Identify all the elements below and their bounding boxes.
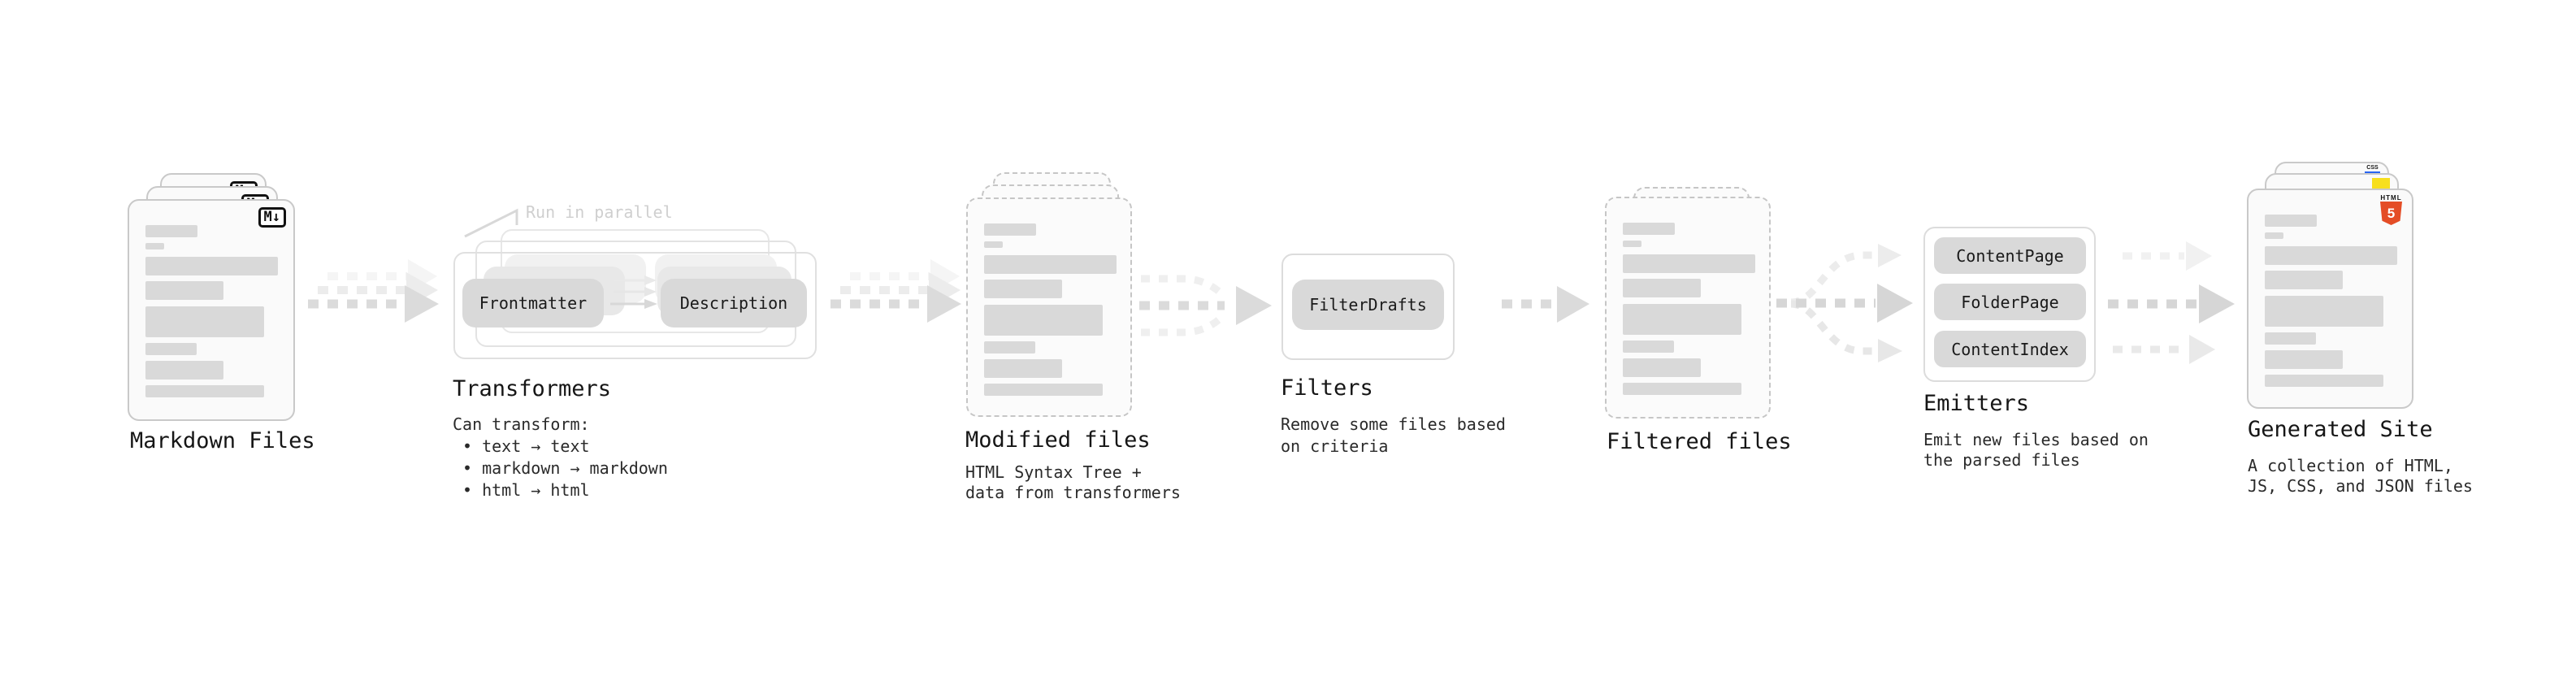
frontmatter-pill: Frontmatter [462, 279, 604, 327]
text-line-placeholder [984, 280, 1062, 298]
desc-line: Remove some files based [1281, 414, 1506, 434]
filtered-document-front [1605, 197, 1771, 419]
desc-line: the parsed files [1923, 450, 2080, 470]
text-line-placeholder [984, 384, 1103, 396]
arrow-transformers-to-modified [830, 259, 961, 323]
text-line-placeholder [2265, 271, 2343, 289]
text-line-placeholder [1623, 254, 1755, 273]
modified-files-description: HTML Syntax Tree + data from transformer… [965, 462, 1181, 503]
desc-line: HTML Syntax Tree + [965, 462, 1142, 482]
text-line-placeholder [145, 225, 197, 237]
text-line-placeholder [1623, 223, 1675, 235]
transformers-desc-heading: Can transform: [453, 414, 590, 434]
text-line-placeholder [984, 255, 1117, 274]
filtered-files-title: Filtered files [1607, 429, 1792, 454]
description-pill: Description [661, 279, 807, 327]
filters-title: Filters [1281, 375, 1373, 401]
filters-description: Remove some files based on criteria [1281, 414, 1506, 458]
text-line-placeholder [1623, 304, 1741, 335]
text-line-placeholder [984, 359, 1062, 378]
text-line-placeholder [2265, 332, 2316, 345]
desc-line: data from transformers [965, 483, 1181, 502]
text-line-placeholder [145, 385, 264, 397]
text-line-placeholder [984, 341, 1035, 354]
text-line-placeholder [2265, 350, 2343, 369]
text-line-placeholder [2265, 375, 2383, 387]
css-label: CSS [2366, 165, 2379, 171]
transform-bullet: • markdown → markdown [462, 458, 668, 478]
arrow-filters-to-filtered [1502, 286, 1589, 323]
filter-drafts-pill: FilterDrafts [1292, 280, 1444, 330]
html5-file-icon: HTML 5 [2380, 194, 2402, 225]
html5-shield: 5 [2380, 202, 2402, 225]
transformers-description: Can transform: • text → text • markdown … [453, 414, 668, 501]
arrow-filtered-to-emitters-fanout [1776, 244, 1913, 362]
text-line-placeholder [145, 257, 278, 275]
text-line-placeholder [1623, 340, 1674, 353]
css-underline [2365, 171, 2380, 174]
text-line-placeholder [1623, 383, 1741, 395]
desc-line: Emit new files based on [1923, 430, 2149, 449]
text-line-placeholder [984, 223, 1036, 236]
text-line-placeholder [984, 305, 1103, 336]
arrow-markdown-to-transformers [308, 259, 439, 323]
text-line-placeholder [145, 343, 197, 355]
modified-document-front [966, 197, 1132, 417]
css-file-icon: CSS [2365, 165, 2380, 174]
desc-line: JS, CSS, and JSON files [2248, 476, 2473, 496]
generated-document-front: HTML 5 [2247, 189, 2413, 409]
text-line-placeholder [1623, 241, 1641, 247]
emitters-description: Emit new files based on the parsed files [1923, 430, 2149, 471]
text-line-placeholder [2265, 246, 2397, 265]
desc-line: A collection of HTML, [2248, 456, 2453, 475]
text-line-placeholder [145, 306, 264, 337]
transformers-title: Transformers [453, 376, 612, 401]
text-line-placeholder [145, 281, 223, 300]
js-file-icon [2372, 178, 2390, 189]
folder-page-pill: FolderPage [1934, 284, 2086, 320]
text-line-placeholder [1623, 358, 1701, 377]
run-in-parallel-label: Run in parallel [526, 202, 673, 222]
content-page-pill: ContentPage [1934, 237, 2086, 274]
generated-site-description: A collection of HTML, JS, CSS, and JSON … [2248, 456, 2473, 497]
generated-site-title: Generated Site [2248, 417, 2433, 442]
markdown-document-front: M↓ [128, 199, 295, 421]
markdown-icon: M↓ [258, 207, 286, 228]
text-line-placeholder [984, 241, 1003, 248]
emitters-title: Emitters [1923, 391, 2030, 416]
text-line-placeholder [2265, 215, 2317, 227]
arrow-modified-to-filters-merge [1139, 275, 1272, 336]
content-index-pill: ContentIndex [1934, 331, 2086, 367]
markdown-files-title: Markdown Files [130, 428, 315, 453]
transform-bullet: • html → html [462, 480, 590, 500]
text-line-placeholder [2265, 296, 2383, 327]
desc-line: on criteria [1281, 436, 1389, 456]
transform-bullet: • text → text [462, 436, 590, 456]
arrows-emitters-to-generated [2108, 241, 2235, 364]
text-line-placeholder [145, 361, 223, 380]
modified-files-title: Modified files [965, 427, 1151, 453]
transformer-box-front [453, 252, 817, 359]
text-line-placeholder [1623, 279, 1701, 297]
html5-label: HTML [2380, 194, 2402, 202]
text-line-placeholder [2265, 232, 2283, 239]
text-line-placeholder [145, 243, 164, 249]
